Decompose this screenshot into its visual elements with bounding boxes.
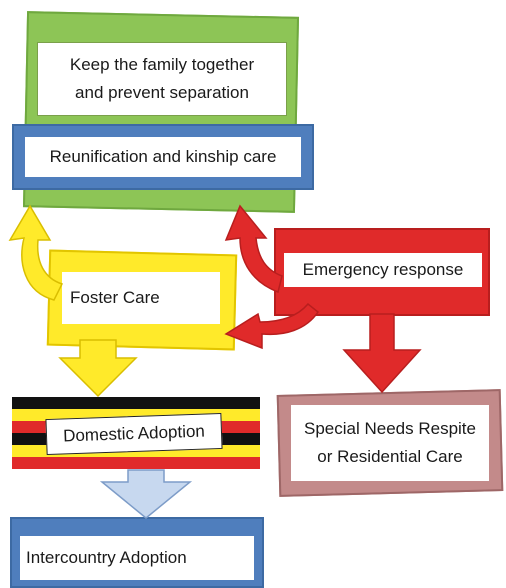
foster-label: Foster Care	[70, 288, 160, 307]
domestic-label: Domestic Adoption	[62, 421, 206, 446]
intercountry-label: Intercountry Adoption	[26, 548, 187, 567]
special-needs-line2: or Residential Care	[317, 447, 463, 466]
foster-box: Foster Care	[62, 272, 220, 324]
arrow-emergency-to-reunification	[224, 204, 283, 294]
special-needs-line1: Special Needs Respite	[304, 419, 476, 438]
keep-family-line1: Keep the family together	[69, 55, 255, 74]
domestic-box: Domestic Adoption	[45, 412, 223, 456]
arrow-emergency-to-special-needs	[342, 313, 422, 394]
intercountry-box: Intercountry Adoption	[20, 536, 254, 580]
reunification-box: Reunification and kinship care	[25, 137, 301, 177]
arrow-to-intercountry	[99, 469, 193, 519]
special-needs-box: Special Needs Respite or Residential Car…	[291, 405, 489, 481]
keep-family-line2: and prevent separation	[75, 83, 249, 102]
arrow-foster-to-domestic	[58, 339, 138, 398]
reunification-label: Reunification and kinship care	[49, 147, 277, 166]
arrow-emergency-to-foster	[224, 302, 320, 350]
arrow-foster-to-reunification	[8, 204, 64, 301]
keep-family-box: Keep the family together and prevent sep…	[37, 42, 287, 116]
emergency-label: Emergency response	[302, 260, 464, 279]
emergency-box: Emergency response	[284, 253, 482, 287]
